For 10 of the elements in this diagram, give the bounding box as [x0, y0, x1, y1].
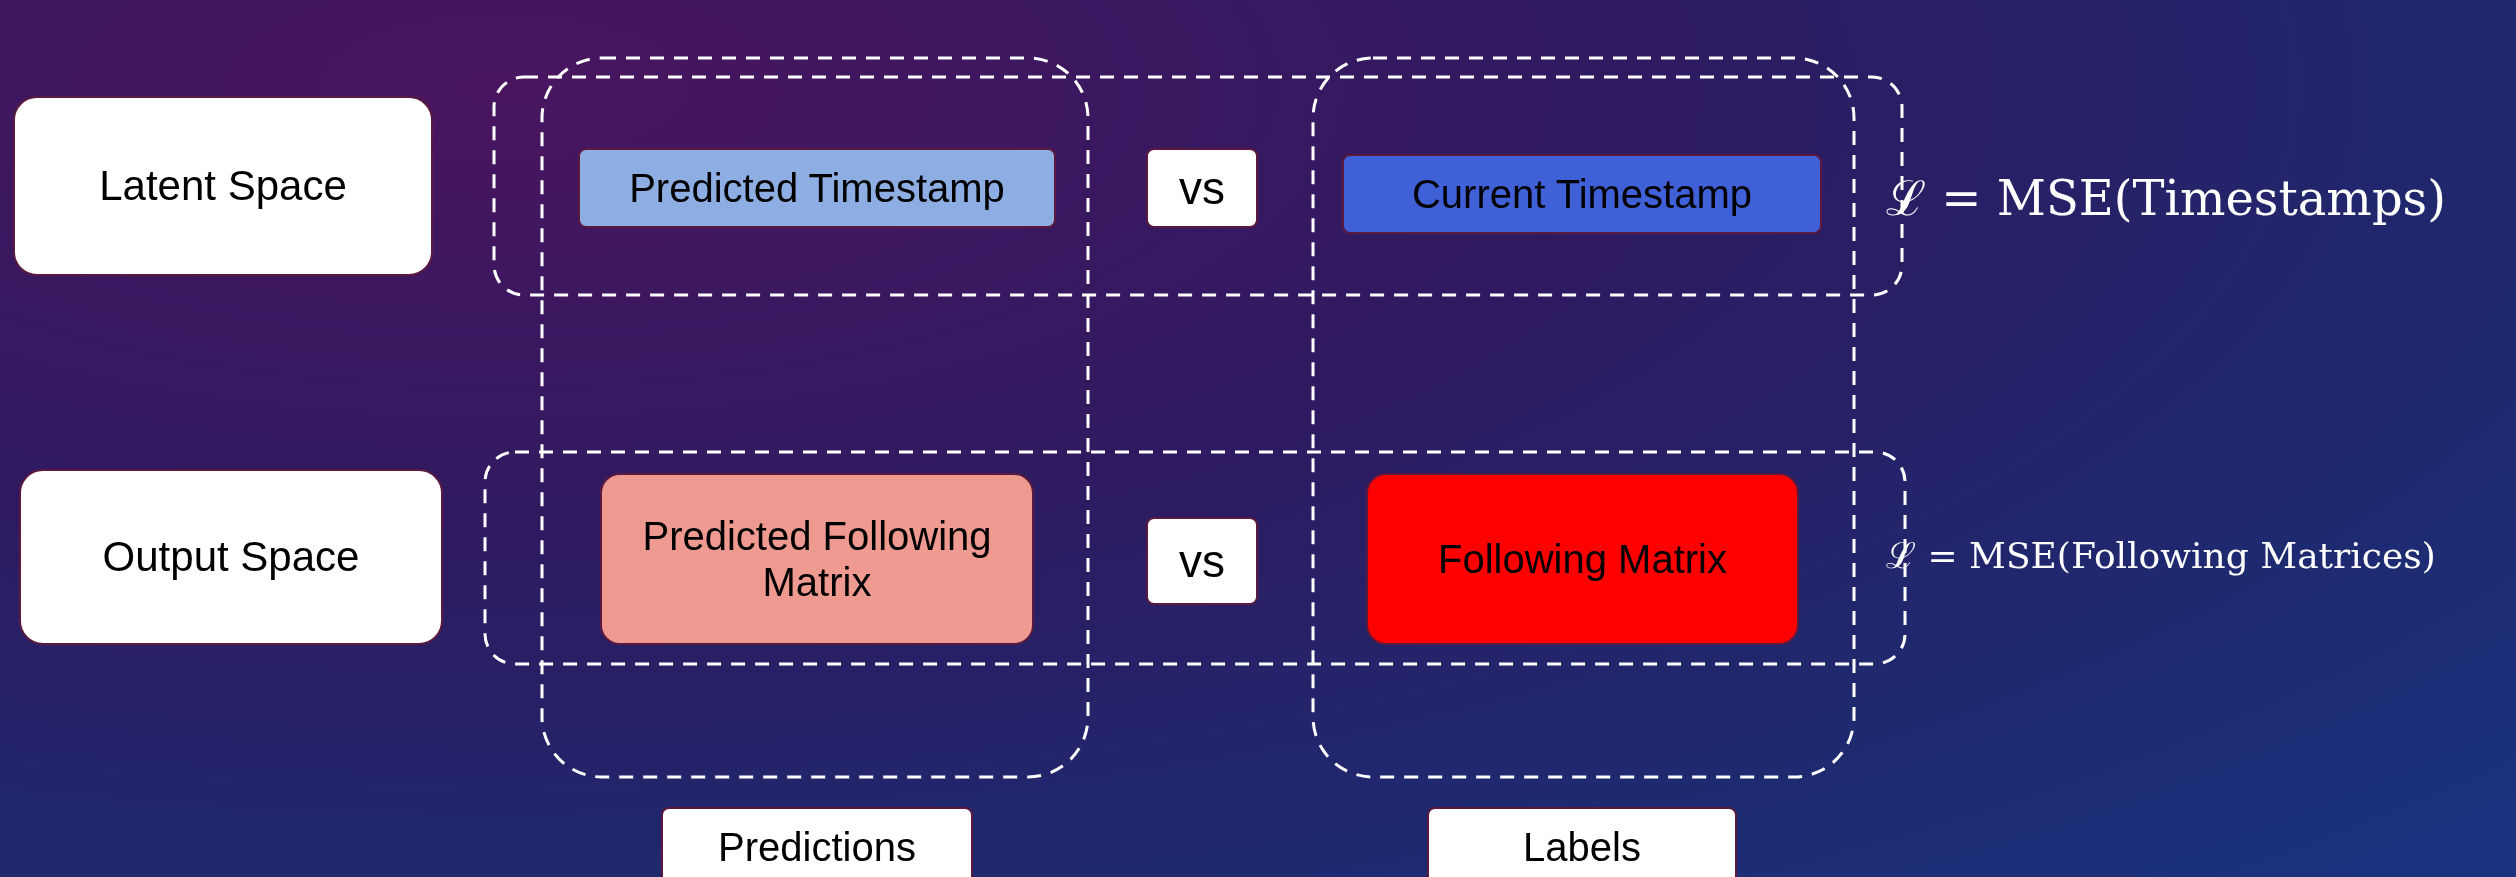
label-box: Following Matrix — [1366, 473, 1799, 645]
column-title-box: Predictions — [661, 807, 973, 877]
vs-box: vs — [1146, 148, 1258, 228]
space-label-box: Output Space — [19, 469, 443, 645]
column-title-box: Labels — [1427, 807, 1737, 877]
prediction-box: Predicted Following Matrix — [600, 473, 1034, 645]
vs-box: vs — [1146, 517, 1258, 605]
space-label-box: Latent Space — [13, 96, 433, 276]
label-box: Current Timestamp — [1342, 154, 1822, 234]
prediction-box: Predicted Timestamp — [578, 148, 1056, 228]
